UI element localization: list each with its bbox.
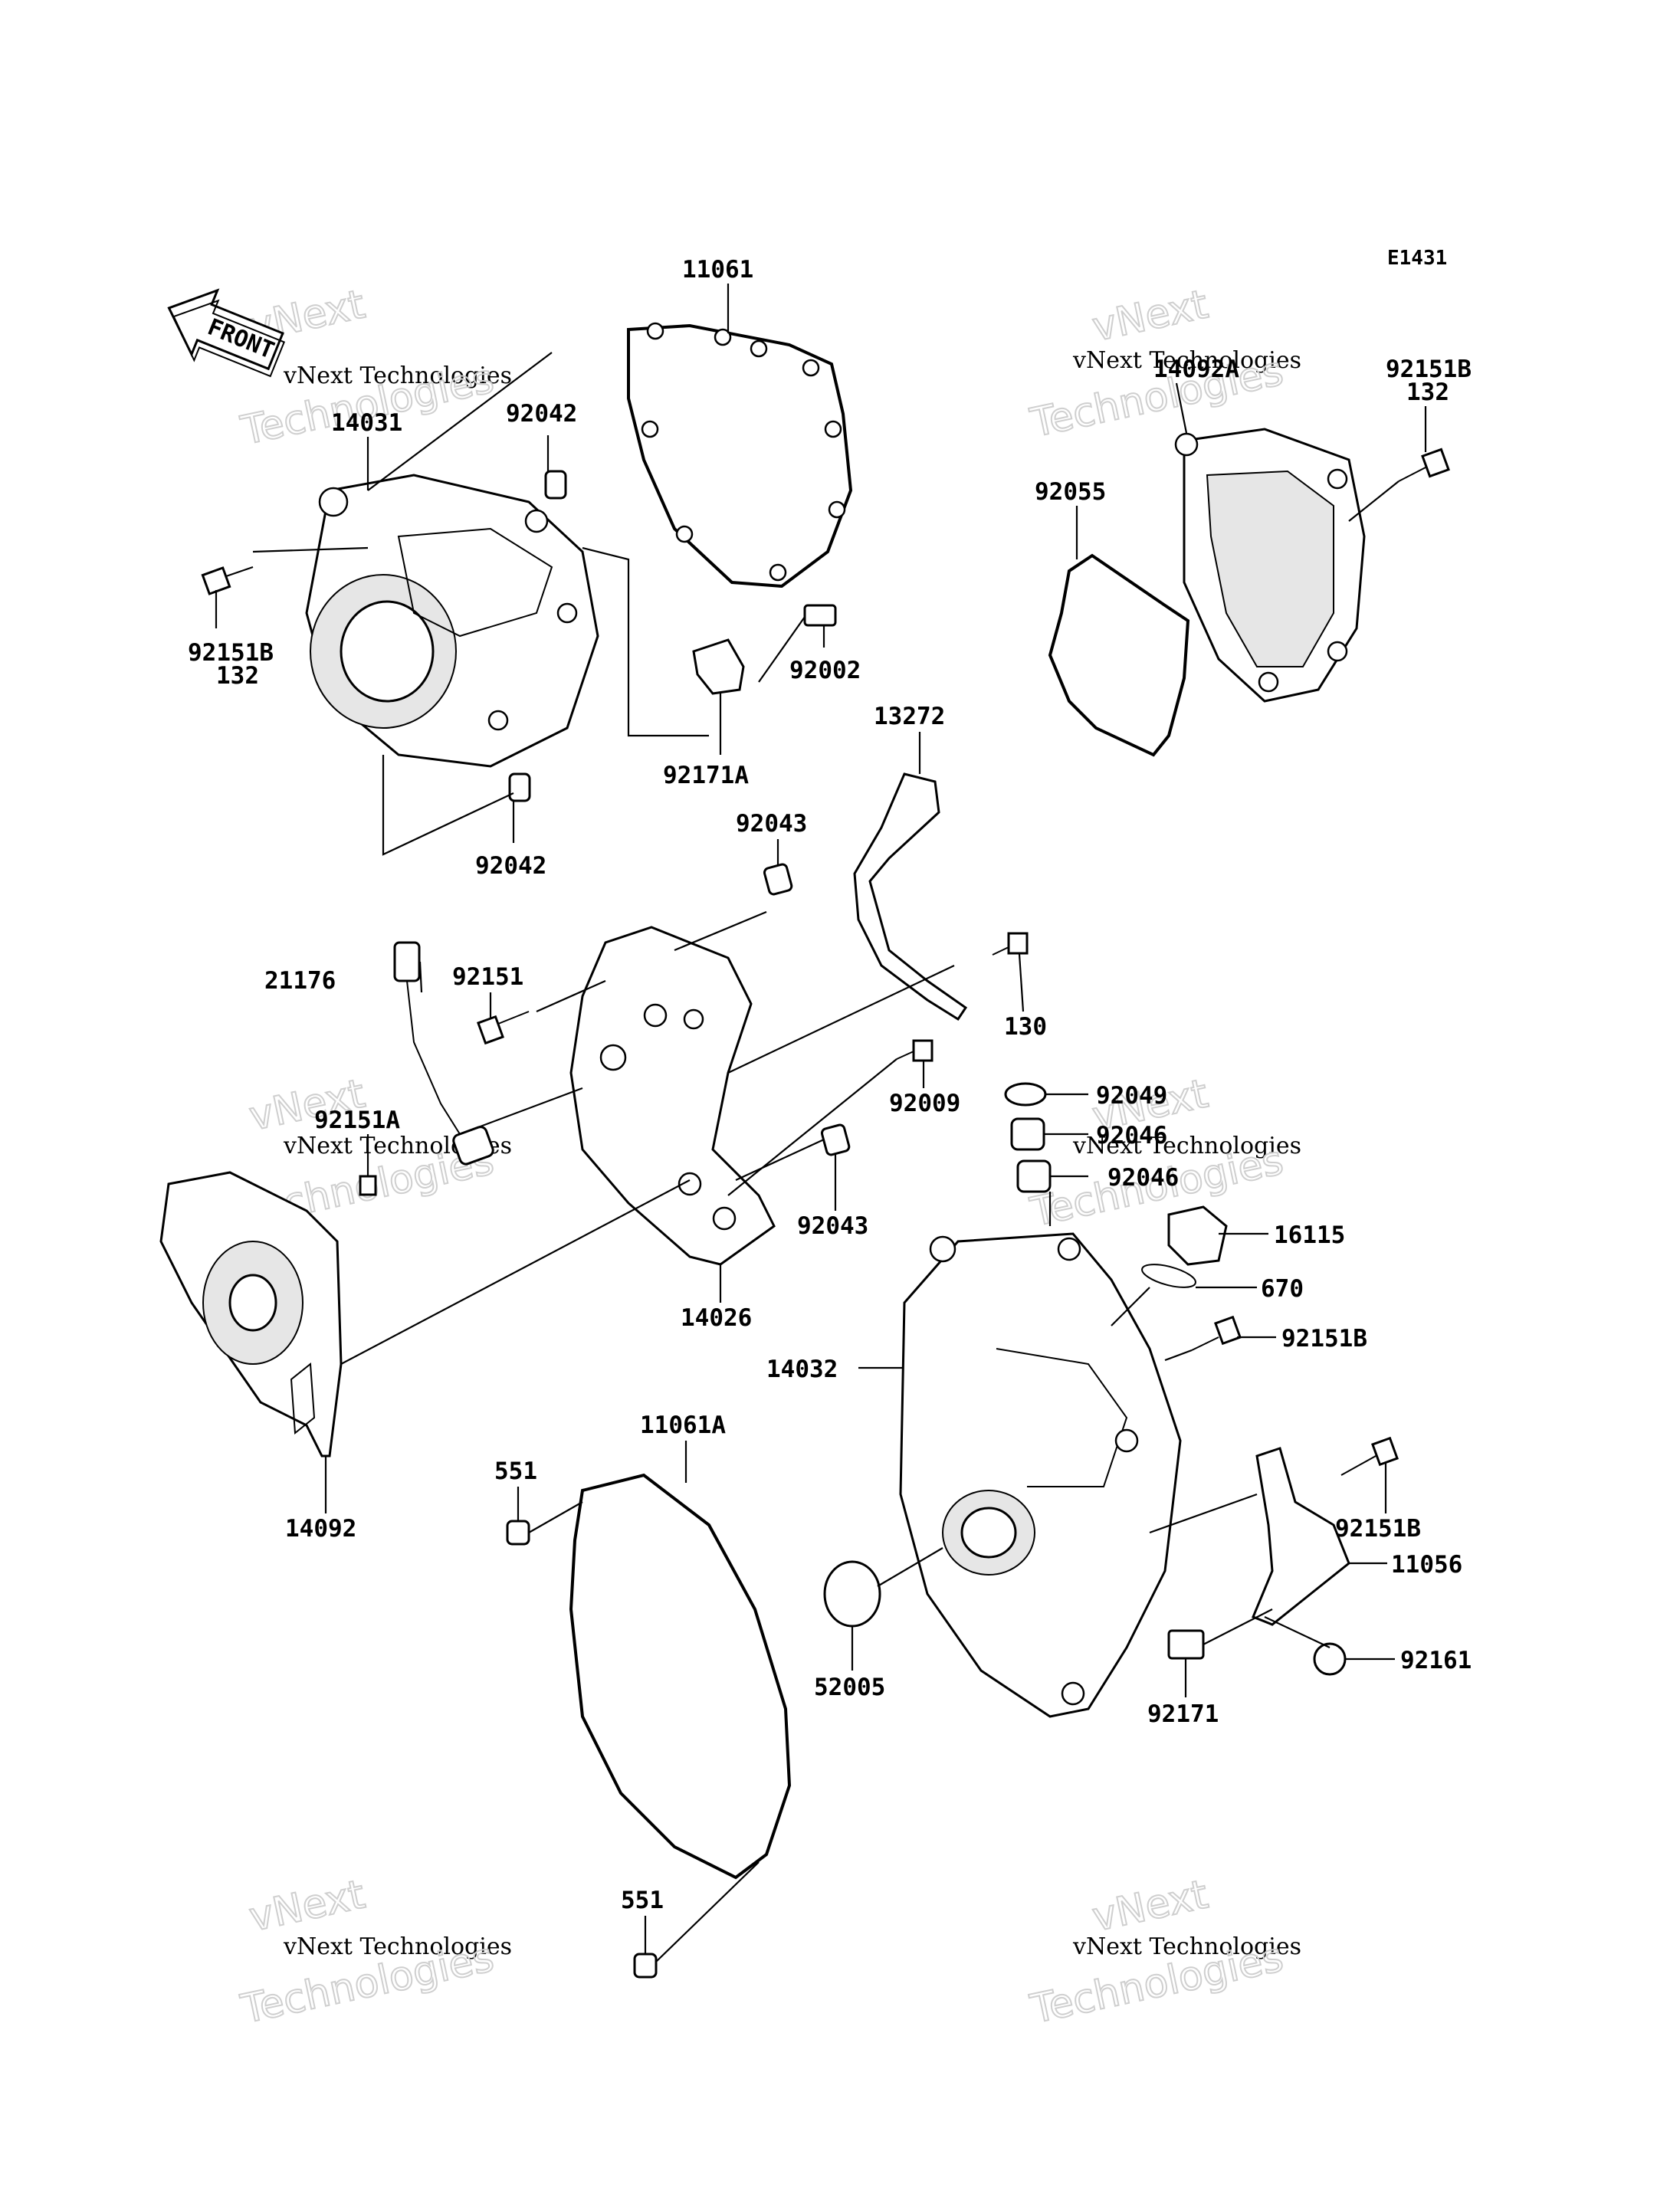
diagram-code: E1431 <box>1387 247 1447 270</box>
label-11061: 11061 <box>682 256 753 284</box>
label-132-top-right: 132 <box>1406 379 1449 406</box>
gasket-11061 <box>627 323 853 589</box>
cover-14032 <box>899 1232 1182 1718</box>
label-92042-bottom: 92042 <box>475 852 546 880</box>
label-130: 130 <box>1004 1013 1047 1041</box>
bolt-92151A <box>359 1175 377 1196</box>
label-11061A: 11061A <box>640 1412 726 1439</box>
label-92151B-top-right: 92151B <box>1386 356 1472 383</box>
bolt-92151B-top-right <box>1398 448 1450 482</box>
bushing-92046-a <box>1010 1117 1045 1151</box>
label-551-top: 551 <box>494 1458 537 1485</box>
label-92049: 92049 <box>1096 1082 1167 1110</box>
watermark-bottom-left: vNext vNext Technologies Technologies <box>236 1871 512 2033</box>
label-14026: 14026 <box>681 1304 752 1332</box>
watermark-top-right: vNext vNext Technologies Technologies <box>1025 280 1301 447</box>
label-92046-b: 92046 <box>1107 1164 1179 1192</box>
label-92043-bottom: 92043 <box>797 1212 868 1240</box>
label-92055: 92055 <box>1035 478 1106 506</box>
label-92151B-left: 92151B <box>188 639 274 667</box>
watermark-line1: vNext <box>245 1871 369 1940</box>
clamp-92171A <box>692 638 745 695</box>
bolt-92151 <box>477 1011 530 1045</box>
watermark-line2: vNext Technologies <box>1072 1933 1301 1960</box>
label-92151: 92151 <box>452 963 523 991</box>
label-92043-top: 92043 <box>736 810 807 838</box>
label-92042-top: 92042 <box>506 400 577 428</box>
label-13272: 13272 <box>874 703 945 730</box>
label-92151B-bottom: 92151B <box>1335 1515 1421 1543</box>
bolt-92151B-mid <box>1191 1315 1242 1351</box>
watermark-line1: vNext <box>1088 281 1212 350</box>
label-21176: 21176 <box>264 967 336 995</box>
sensor-21176 <box>393 941 494 1166</box>
gasket-11061A <box>569 1473 792 1880</box>
cover-14092 <box>159 1171 343 1458</box>
dowel-92043-top <box>763 863 793 896</box>
nut-92161 <box>1313 1642 1347 1676</box>
plate-13272 <box>853 772 968 1021</box>
label-670: 670 <box>1261 1275 1304 1303</box>
bracket-11056 <box>1252 1447 1350 1626</box>
cap-16115 <box>1167 1205 1228 1266</box>
label-52005: 52005 <box>814 1674 885 1701</box>
label-92002: 92002 <box>789 657 861 684</box>
label-14092: 14092 <box>285 1515 356 1543</box>
front-arrow-icon: FRONT <box>167 288 286 378</box>
label-92046-a: 92046 <box>1096 1122 1167 1149</box>
watermark-line2: vNext Technologies <box>283 362 512 389</box>
bolt-130 <box>992 932 1029 956</box>
label-92151B-mid: 92151B <box>1281 1325 1367 1353</box>
o-ring-670 <box>1141 1264 1196 1288</box>
bolt-92151B-left <box>201 566 254 595</box>
part-labels: 11061 14092A 92151B 132 14031 92042 9205… <box>188 256 1472 1914</box>
watermark-line2: vNext Technologies <box>1072 347 1301 374</box>
dowel-551-top <box>506 1520 530 1546</box>
cover-14092A <box>1174 428 1366 703</box>
bolt-92151B-bottom <box>1340 1436 1399 1476</box>
bolt-92002 <box>803 604 837 627</box>
bolt-92009 <box>896 1039 934 1062</box>
label-14032: 14032 <box>766 1356 838 1383</box>
label-14092A: 14092A <box>1153 356 1239 383</box>
label-92171: 92171 <box>1147 1700 1219 1728</box>
label-132-left: 132 <box>216 662 259 690</box>
label-16115: 16115 <box>1274 1221 1345 1249</box>
label-92171A: 92171A <box>663 762 749 789</box>
cover-14026 <box>569 926 776 1266</box>
cover-14031 <box>305 474 599 768</box>
clamp-92171 <box>1167 1629 1205 1660</box>
bushing-92046-b <box>1016 1159 1052 1193</box>
watermark-line1: vNext <box>1088 1871 1212 1940</box>
dowel-92042-top <box>544 470 567 500</box>
seal-92049 <box>1004 1082 1047 1107</box>
gasket-11061-holes <box>641 322 846 582</box>
plug-52005 <box>823 1560 881 1628</box>
watermark-line2: vNext Technologies <box>283 1933 512 1960</box>
label-551-bottom: 551 <box>621 1887 664 1914</box>
dowel-551-bottom <box>633 1953 658 1979</box>
label-11056: 11056 <box>1391 1551 1462 1579</box>
label-92161: 92161 <box>1400 1647 1472 1674</box>
watermark-line2: vNext Technologies <box>1072 1133 1301 1159</box>
label-92009: 92009 <box>889 1090 960 1117</box>
gasket-92055 <box>1048 553 1190 757</box>
watermark-bottom-right: vNext vNext Technologies Technologies <box>1025 1871 1301 2033</box>
label-14031: 14031 <box>331 409 402 437</box>
label-92151A: 92151A <box>314 1107 400 1134</box>
dowel-92042-bottom <box>508 772 531 802</box>
dowel-92043-bottom <box>820 1123 851 1156</box>
leader-lines <box>215 284 1427 1963</box>
